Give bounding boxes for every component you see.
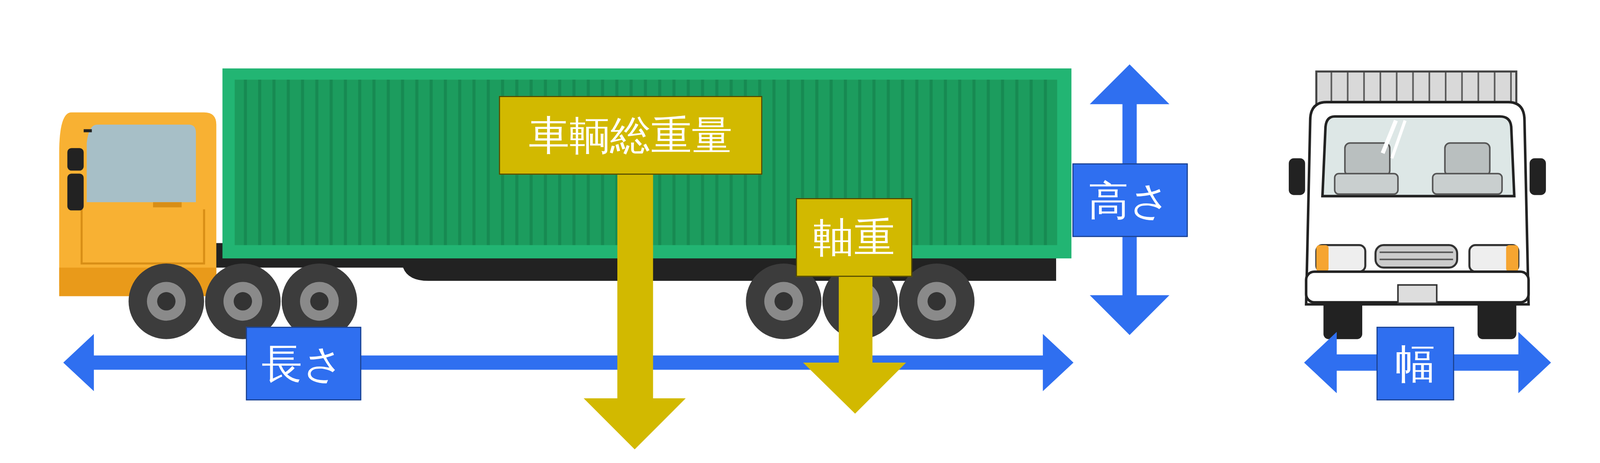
mirror (67, 147, 84, 171)
front-truck (1288, 71, 1546, 339)
axle-load-arrow (803, 273, 907, 414)
weight-label-box: 車輌総重量 (498, 95, 763, 175)
gross-weight-arrow (583, 171, 686, 450)
dimension-label-box: 長さ (245, 326, 361, 400)
label-text: 軸重 (813, 214, 895, 260)
label-text: 長さ (261, 340, 345, 386)
cab (59, 112, 217, 286)
dimension-label-box: 幅 (1376, 326, 1454, 400)
dimension-label-box: 高さ (1072, 163, 1188, 237)
width-arrow (1304, 331, 1552, 393)
weight-label-box: 軸重 (795, 197, 913, 277)
mirror (67, 173, 84, 211)
label-text: 高さ (1088, 177, 1171, 223)
door-handle (153, 201, 182, 208)
mirror-arm (83, 129, 93, 133)
label-text: 幅 (1395, 340, 1436, 386)
cab-door (81, 209, 205, 264)
length-arrow (63, 333, 1074, 391)
label-text: 車輌総重量 (528, 112, 733, 158)
cab-window (86, 124, 197, 202)
